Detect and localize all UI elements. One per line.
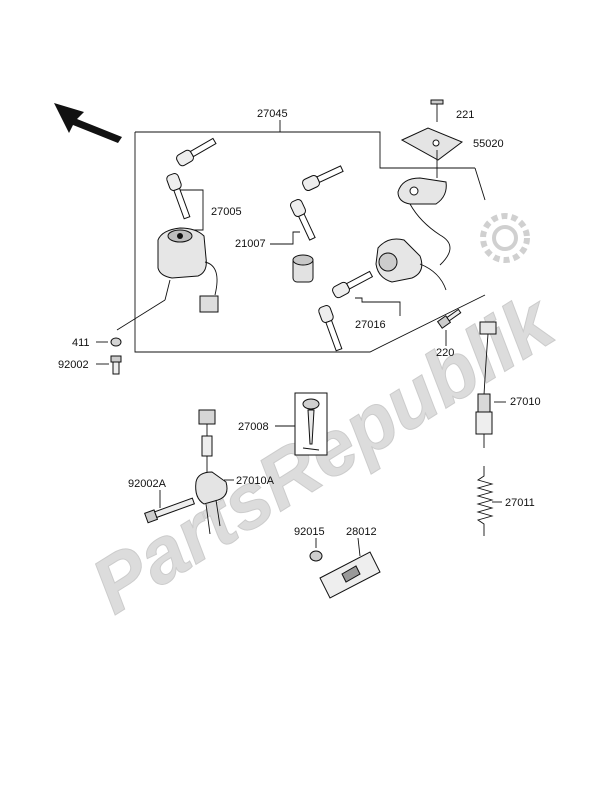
- label-27045: 27045: [257, 108, 288, 120]
- key-21007-lower: [289, 199, 316, 241]
- key-21007-upper: [302, 165, 344, 192]
- front-direction-arrow-icon: [54, 103, 122, 143]
- key-27016-lower: [318, 305, 343, 352]
- key-27008: [294, 392, 328, 456]
- ignition-switch: [116, 227, 219, 331]
- bolt-92002A: [144, 497, 196, 524]
- gear-icon: [480, 213, 530, 263]
- label-27011: 27011: [505, 497, 535, 509]
- label-411: 411: [72, 337, 90, 349]
- seat-lock: [375, 238, 447, 291]
- label-27008: 27008: [238, 421, 269, 433]
- label-27016: 27016: [355, 319, 386, 331]
- bolt-92002: [110, 355, 122, 375]
- label-92002: 92002: [58, 359, 89, 371]
- label-92002A: 92002A: [128, 478, 167, 490]
- key-27005-lower: [166, 173, 191, 220]
- bolt-220: [436, 308, 462, 329]
- switch-27010A: [195, 409, 228, 535]
- bracket-55020: [400, 127, 464, 161]
- switch-27010: [475, 321, 497, 448]
- screw-221: [430, 99, 444, 122]
- key-27016-upper: [332, 270, 374, 299]
- spring-27011: [476, 466, 494, 536]
- label-92015: 92015: [294, 526, 325, 538]
- label-221: 221: [456, 109, 474, 121]
- nut-92015: [309, 550, 323, 562]
- assembly-frame: [134, 120, 486, 353]
- label-28012: 28012: [346, 526, 377, 538]
- label-27010A: 27010A: [236, 475, 275, 487]
- nut-411: [110, 337, 122, 347]
- part-labels: 27045 221 55020 27005 21007 27016 411 92…: [58, 108, 541, 538]
- label-28012: [319, 551, 381, 599]
- latch-assembly: [397, 177, 451, 266]
- key-27005-upper: [176, 137, 217, 167]
- label-27005: 27005: [211, 206, 242, 218]
- label-55020: 55020: [473, 138, 504, 150]
- label-27010: 27010: [510, 396, 541, 408]
- label-21007: 21007: [235, 238, 266, 250]
- label-220: 220: [436, 347, 454, 359]
- lock-cylinder: [292, 254, 314, 283]
